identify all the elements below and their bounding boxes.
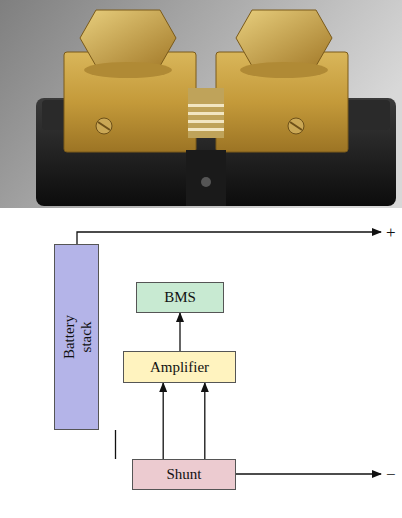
battery-box: Battery stack (54, 244, 99, 430)
signal-connector (204, 383, 205, 459)
signal-connector (179, 313, 180, 351)
negative-terminal: − (386, 466, 396, 483)
shunt-box: Shunt (132, 459, 236, 490)
node-label: BMS (164, 289, 196, 306)
bms-box: BMS (136, 282, 224, 313)
amplifier-box: Amplifier (123, 351, 236, 383)
negative-wire (236, 473, 381, 474)
node-label: Shunt (166, 466, 201, 483)
node-label: Battery stack (60, 306, 93, 368)
node-label: Amplifier (150, 359, 209, 376)
positive-wire (77, 232, 381, 244)
positive-terminal: + (386, 224, 396, 241)
signal-connector (163, 383, 164, 459)
signal-connector (115, 430, 116, 459)
